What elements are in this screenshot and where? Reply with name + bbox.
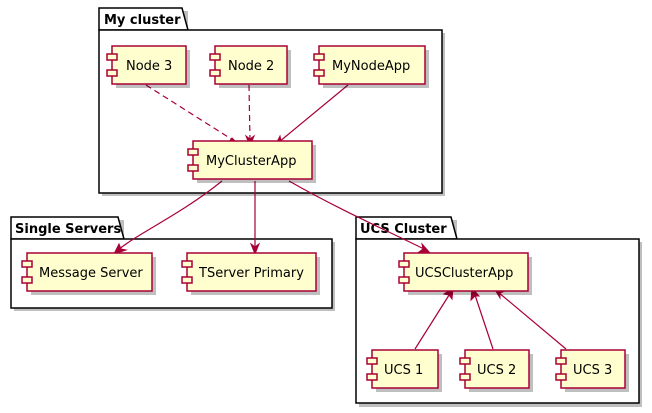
edge-ucs3-to-ucsclusterapp (497, 291, 567, 350)
arrowhead (249, 242, 261, 256)
edge-myclusterapp-to-ucsclusterapp (288, 180, 427, 251)
component-node-2[interactable]: Node 2 (209, 45, 291, 88)
edge-ucs2-to-ucsclusterapp (473, 291, 494, 350)
package-label-ucs-cluster: UCS Cluster (360, 222, 447, 237)
component-label: Node 3 (126, 59, 172, 74)
edge-node3-to-myclusterapp (145, 84, 237, 143)
component-node-3[interactable]: Node 3 (106, 45, 190, 88)
component-label: UCS 3 (573, 363, 612, 378)
component-mynodeapp[interactable]: MyNodeApp (313, 45, 429, 88)
arrowhead (113, 242, 128, 255)
package-label-single-servers: Single Servers (15, 222, 121, 237)
component-label: TServer Primary (198, 266, 304, 281)
component-ucs-1[interactable]: UCS 1 (366, 349, 442, 392)
component-myclusterapp[interactable]: MyClusterApp (187, 140, 316, 183)
component-label: MyNodeApp (332, 59, 410, 74)
component-ucs-2[interactable]: UCS 2 (459, 349, 533, 392)
component-label: UCS 1 (384, 363, 423, 378)
component-label: UCS 2 (477, 363, 516, 378)
component-label: Node 2 (228, 59, 274, 74)
component-label: Message Server (39, 266, 143, 281)
edge-mynodeapp-to-myclusterapp (278, 84, 349, 143)
package-label-my-cluster: My cluster (104, 13, 181, 28)
component-ucs-3[interactable]: UCS 3 (555, 349, 629, 392)
edge-ucs1-to-ucsclusterapp (414, 291, 452, 350)
component-label: MyClusterApp (206, 154, 296, 169)
component-message-server[interactable]: Message Server (21, 252, 156, 295)
component-tserver-primary[interactable]: TServer Primary (181, 252, 320, 295)
component-label: UCSClusterApp (415, 266, 513, 281)
edge-myclusterapp-to-message-server (117, 180, 223, 251)
component-ucsclusterapp[interactable]: UCSClusterApp (398, 252, 532, 295)
